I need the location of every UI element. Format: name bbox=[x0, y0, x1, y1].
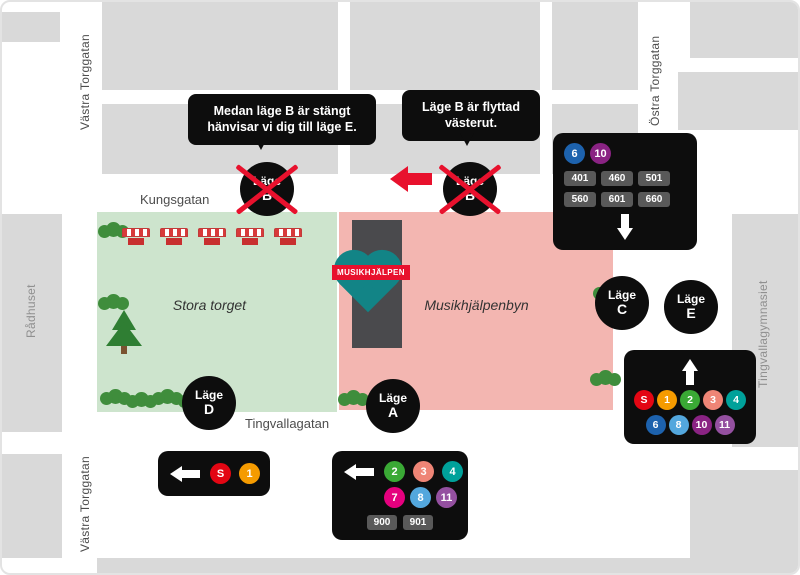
notice-line: västerut. bbox=[444, 116, 498, 131]
building-block bbox=[350, 2, 540, 90]
bus-line-1-badge: 1 bbox=[657, 390, 677, 410]
route-401-badge: 401 bbox=[564, 171, 596, 186]
notice-line: hänvisar vi dig till läge E. bbox=[207, 120, 357, 135]
market-stall-icon bbox=[198, 228, 226, 247]
bus-line-4-badge: 4 bbox=[442, 461, 463, 482]
street-label-vastra-torggatan-top: Västra Torggatan bbox=[78, 34, 92, 131]
bus-line-7-badge: 7 bbox=[384, 487, 405, 508]
street-label-tingvallagatan: Tingvallagatan bbox=[245, 416, 330, 431]
bush-icon bbox=[338, 390, 369, 406]
red-west-arrow-icon bbox=[390, 166, 436, 192]
building-radhuset bbox=[2, 214, 62, 432]
market-stall-icon bbox=[236, 228, 264, 247]
bush-icon bbox=[126, 392, 157, 408]
bush-icon bbox=[152, 389, 183, 405]
route-601-badge: 601 bbox=[601, 192, 633, 207]
bus-line-1-badge: 1 bbox=[239, 463, 260, 484]
bus-line-4-badge: 4 bbox=[726, 390, 746, 410]
bus-line-6-badge: 6 bbox=[645, 415, 666, 435]
left-arrow-icon bbox=[344, 463, 376, 481]
stop-e-routes-box: S 1 2 3 4 6 8 10 11 bbox=[624, 350, 756, 444]
place-label-radhuset: Rådhuset bbox=[24, 284, 38, 339]
building-block bbox=[552, 2, 638, 90]
bus-line-10-badge: 10 bbox=[590, 143, 611, 164]
street-label-ostra-torggatan: Östra Torggatan bbox=[648, 35, 662, 127]
stop-a-routes-box: 2 3 4 7 8 11 900 901 bbox=[332, 451, 468, 540]
notice-line: Läge B är flyttad bbox=[422, 100, 520, 114]
bus-line-6-badge: 6 bbox=[564, 143, 585, 164]
notice-bubble-moved: Läge B är flyttad västerut. bbox=[402, 90, 540, 145]
bus-line-3-badge: 3 bbox=[413, 461, 434, 482]
place-label-tingvallagymnasiet: Tingvallagymnasiet bbox=[756, 280, 770, 389]
building-block bbox=[2, 454, 62, 558]
bus-line-8-badge: 8 bbox=[410, 487, 431, 508]
building-block bbox=[690, 470, 798, 558]
pine-tree-icon bbox=[106, 310, 142, 356]
building-block bbox=[678, 72, 798, 130]
route-501-badge: 501 bbox=[638, 171, 670, 186]
area-label-musikhjalpenbyn: Musikhjälpenbyn bbox=[424, 297, 529, 313]
bus-line-2-badge: 2 bbox=[680, 390, 700, 410]
route-460-badge: 460 bbox=[601, 171, 633, 186]
down-arrow-icon bbox=[616, 214, 634, 240]
bus-line-s-badge: S bbox=[634, 390, 654, 410]
bush-icon bbox=[98, 294, 129, 310]
musikhjalpen-banner: MUSIKHJÄLPEN bbox=[332, 265, 410, 280]
up-arrow-icon bbox=[681, 359, 699, 385]
bus-line-11-badge: 11 bbox=[436, 487, 457, 508]
closed-cross-icon bbox=[227, 149, 307, 229]
building-block bbox=[2, 12, 60, 42]
bus-line-11-badge: 11 bbox=[714, 415, 735, 435]
bus-line-8-badge: 8 bbox=[668, 415, 689, 435]
bush-icon bbox=[590, 370, 621, 386]
route-660-badge: 660 bbox=[638, 192, 670, 207]
route-560-badge: 560 bbox=[564, 192, 596, 207]
stop-d-routes-box: S 1 bbox=[158, 451, 270, 496]
bus-line-2-badge: 2 bbox=[384, 461, 405, 482]
route-900-badge: 900 bbox=[367, 515, 397, 530]
closed-cross-icon bbox=[430, 149, 510, 229]
bush-icon bbox=[98, 222, 129, 238]
area-label-stora-torget: Stora torget bbox=[172, 297, 247, 313]
notice-bubble-closed: Medan läge B är stängt hänvisar vi dig t… bbox=[188, 94, 376, 149]
bus-line-10-badge: 10 bbox=[691, 415, 712, 435]
notice-line: Medan läge B är stängt bbox=[213, 104, 351, 118]
bus-line-3-badge: 3 bbox=[703, 390, 723, 410]
route-901-badge: 901 bbox=[403, 515, 433, 530]
market-stall-icon bbox=[160, 228, 188, 247]
market-stall-icon bbox=[274, 228, 302, 247]
street-label-kungsgatan: Kungsgatan bbox=[140, 192, 210, 207]
bus-line-s-badge: S bbox=[210, 463, 231, 484]
bush-icon bbox=[100, 389, 131, 405]
stop-c-routes-box: 6 10 401 460 501 560 601 660 bbox=[553, 133, 697, 250]
building-block bbox=[97, 558, 798, 573]
building-block bbox=[102, 2, 338, 90]
left-arrow-icon bbox=[170, 465, 202, 483]
building-block bbox=[690, 2, 798, 58]
street-label-vastra-torggatan-bottom: Västra Torggatan bbox=[78, 456, 92, 553]
market-stall-icon bbox=[122, 228, 150, 247]
